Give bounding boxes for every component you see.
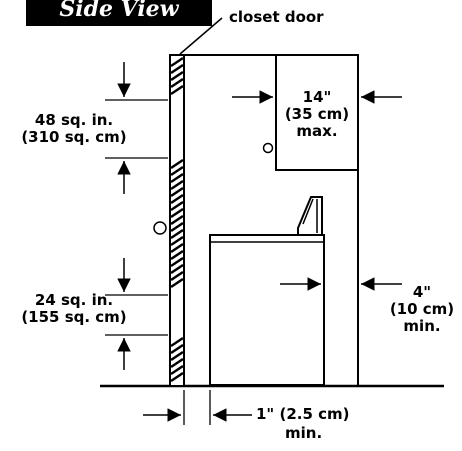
door-hatch-mark xyxy=(170,63,184,75)
door-hatch-mark xyxy=(170,221,184,233)
door-hatch-mark xyxy=(170,242,184,254)
door-hatch-mark xyxy=(170,172,184,184)
door-hatch-mark xyxy=(170,270,184,282)
door-hatch-mark xyxy=(170,263,184,275)
door-hatch-mark xyxy=(170,207,184,219)
door-knob xyxy=(153,221,167,235)
door-gap-label-line1: 1" (2.5 cm) xyxy=(256,405,350,423)
door-hatch-mark xyxy=(170,336,184,348)
closet-door-label: closet door xyxy=(229,8,324,26)
closet-door-leader xyxy=(179,17,223,55)
lower-vent-dimension xyxy=(105,258,168,370)
door-hatch-mark xyxy=(170,371,184,383)
door-hatch-mark xyxy=(170,56,184,68)
lower-vent-label-line2: (155 sq. cm) xyxy=(21,308,127,326)
rear-gap-label-line3: min. xyxy=(403,317,441,335)
rear-gap-label-line1: 4" xyxy=(412,283,432,301)
upper-vent-label-line2: (310 sq. cm) xyxy=(21,128,127,146)
closet-door xyxy=(169,54,185,387)
rear-gap-label-line2: (10 cm) xyxy=(389,300,455,318)
door-hatch-mark xyxy=(170,77,184,89)
door-hatch-mark xyxy=(170,165,184,177)
cabinet-gap-label-line2: (35 cm) xyxy=(284,105,350,123)
door-hatch-mark xyxy=(170,214,184,226)
cabinet-gap-label-line1: 14" xyxy=(302,88,332,106)
door-hatch-mark xyxy=(170,158,184,170)
door-gap-label-line2: min. xyxy=(285,424,323,442)
door-hatch-mark xyxy=(170,228,184,240)
door-hatch-mark xyxy=(170,179,184,191)
door-hatch-mark xyxy=(170,186,184,198)
cabinet-gap-label-line3: max. xyxy=(296,122,338,140)
door-hatch-mark xyxy=(170,364,184,376)
door-gap-dimension xyxy=(143,390,252,425)
lower-vent-label-line1: 24 sq. in. xyxy=(34,291,114,309)
appliance xyxy=(209,234,325,386)
side-view-title: Side View xyxy=(26,0,212,26)
cabinet-knob xyxy=(262,142,274,154)
door-hatch-mark xyxy=(170,193,184,205)
upper-vent-label-line1: 48 sq. in. xyxy=(34,111,114,129)
door-hatch-mark xyxy=(170,84,184,96)
control-console xyxy=(297,196,323,236)
door-hatch-mark xyxy=(170,235,184,247)
door-hatch-mark xyxy=(170,249,184,261)
door-hatch-mark xyxy=(170,200,184,212)
door-hatch-mark xyxy=(170,357,184,369)
door-hatch-mark xyxy=(170,256,184,268)
overhead-cabinet xyxy=(275,54,359,171)
door-hatch-mark xyxy=(170,343,184,355)
door-hatch-mark xyxy=(170,70,184,82)
upper-vent-dimension xyxy=(105,62,168,194)
door-hatch-mark xyxy=(170,350,184,362)
door-hatch-mark xyxy=(170,277,184,289)
